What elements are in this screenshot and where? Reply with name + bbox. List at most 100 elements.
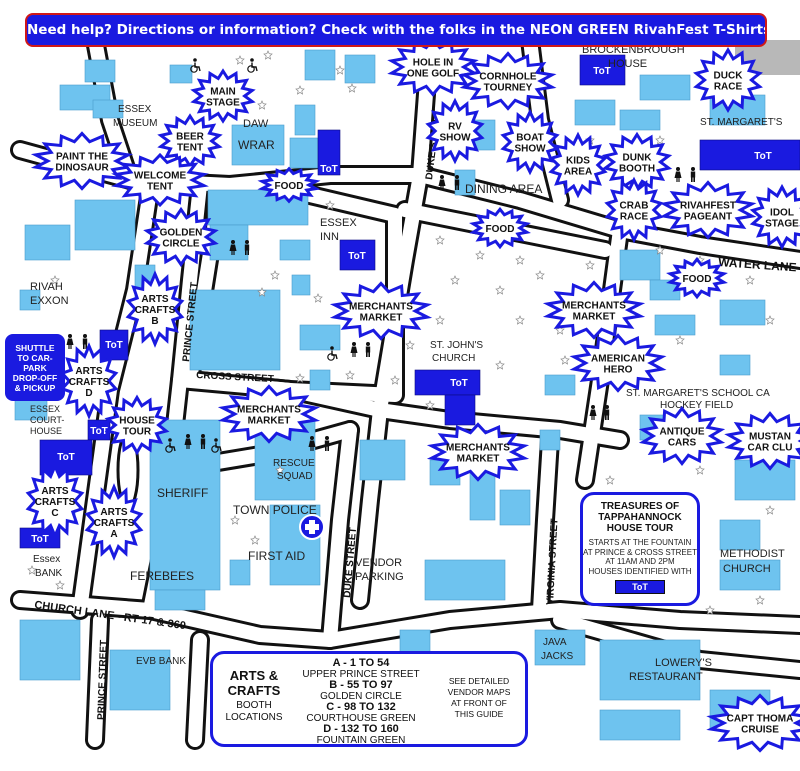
street-virginia: VIRGINIA STREET [545, 518, 561, 605]
badge-label: ANTIQUE [660, 427, 705, 438]
badge-label: ARTS [141, 294, 169, 305]
restroom-icon [674, 167, 696, 182]
badge-label: D [85, 388, 92, 399]
badge-label: BOAT [516, 133, 544, 144]
tot-label: ToT [105, 340, 123, 351]
badge-label: WELCOME [134, 171, 187, 182]
label-brockenbrough: BROCKENBROUGH [582, 44, 685, 56]
tot-essex-bank[interactable] [19, 527, 61, 549]
booth-sub-line: LOCATIONS [225, 712, 283, 723]
badge-label: CIRCLE [162, 239, 200, 250]
buildings [14, 49, 796, 741]
booth-range-a: A - 1 TO 54 [332, 657, 390, 669]
tour-title-line: TREASURES OF [600, 501, 680, 512]
badge-label: HOUSE [119, 416, 155, 427]
restroom-icon [66, 334, 88, 349]
booth-range-b: B - 55 TO 97 [329, 679, 393, 691]
tour-body-line: AT 11AM AND 2PM [605, 557, 675, 566]
wheelchair-icon [247, 57, 258, 73]
badge-food-3[interactable]: FOOD [666, 256, 728, 300]
label-st-margarets: ST. MARGARET'S [700, 117, 783, 128]
place-labels: BROCKENBROUGH HOUSE ESSEX MUSEUM DAW WRA… [30, 44, 785, 683]
label-lowerys-2: RESTAURANT [629, 671, 703, 683]
label-methodist-1: METHODIST [720, 548, 785, 560]
tot-essex-inn[interactable] [339, 239, 376, 271]
tot-label: ToT [57, 452, 75, 463]
label-vendor-parking-2: PARKING [355, 571, 404, 583]
badge-label: CORNHOLE [479, 72, 537, 83]
tot-st-margarets[interactable] [699, 139, 800, 171]
shuttle-button[interactable]: SHUTTLE TO CAR- PARK DROP-OFF & PICKUP [5, 334, 65, 401]
label-essex-courthouse-1: ESSEX [30, 404, 60, 414]
badge-food-1[interactable]: FOOD [257, 166, 321, 204]
label-essex-museum-2: MUSEUM [113, 118, 157, 129]
badge-label: ARTS [41, 486, 69, 497]
label-essex-inn-1: ESSEX [320, 217, 357, 229]
badge-label: STAGE [206, 98, 240, 109]
tot-labels: ToT ToT ToT ToT ToT ToT ToT ToT ToT [31, 66, 772, 545]
tot-label: ToT [320, 164, 338, 175]
tot-brockenbrough[interactable] [579, 54, 626, 86]
starburst-shape [459, 51, 557, 111]
tot-duke[interactable] [317, 129, 341, 176]
label-essex-bank-1: Essex [33, 554, 60, 565]
label-java-jacks-1: JAVA [543, 637, 567, 648]
label-java-jacks-2: JACKS [541, 651, 574, 662]
vendor-maps-note: SEE DETAILED VENDOR MAPS AT FRONT OF THI… [441, 676, 517, 720]
starburst-shape [604, 176, 664, 244]
starburst-shape [257, 166, 321, 204]
label-st-johns-2: CHURCH [432, 353, 475, 364]
booth-range-c: C - 98 TO 132 [326, 701, 396, 713]
starburst-shape [569, 333, 667, 393]
badge-label: MERCHANTS [349, 302, 413, 313]
badge-label: RACE [620, 212, 649, 223]
booth-location-a: UPPER PRINCE STREET [302, 669, 420, 680]
label-first-aid: FIRST AID [248, 549, 305, 563]
tot-prince[interactable] [99, 329, 129, 361]
badge-label: STAGE [765, 219, 799, 230]
badge-food-2[interactable]: FOOD [469, 206, 531, 250]
label-methodist-2: CHURCH [723, 563, 771, 575]
tot-st-johns[interactable] [414, 369, 481, 396]
badge-label: DINOSAUR [55, 163, 109, 174]
label-ferebees: FEREBEES [130, 569, 194, 583]
starburst-shape [426, 422, 530, 482]
label-rivah-exxon-2: EXXON [30, 295, 69, 307]
starburst-shape [217, 384, 321, 444]
tour-title: TREASURES OF TAPPAHANNOCK HOUSE TOUR [583, 501, 697, 534]
badge-label: CAR CLU [748, 443, 793, 454]
starburst-shape [548, 131, 608, 199]
starburst-shape [59, 342, 119, 420]
restroom-icon [350, 342, 371, 357]
street-water: WATER LANE [718, 255, 797, 274]
